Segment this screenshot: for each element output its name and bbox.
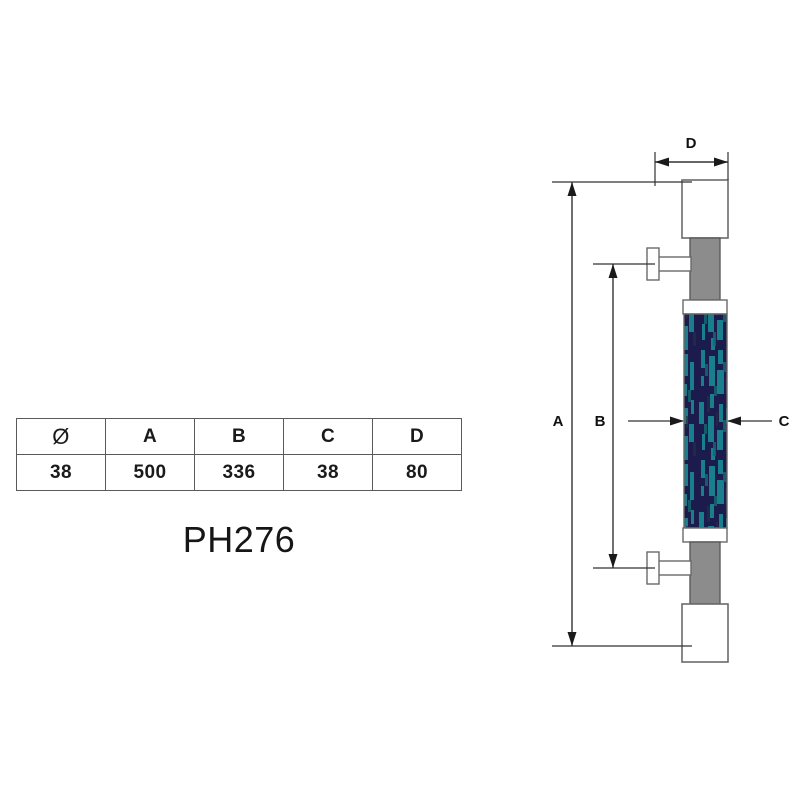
spec-value-c: 38 xyxy=(283,454,373,491)
dim-a-arrow-top xyxy=(567,182,577,196)
top-end-cap xyxy=(681,179,729,239)
spec-table: Ø A B C D 38 500 336 38 80 xyxy=(16,418,462,491)
bottom-end-cap xyxy=(681,603,729,663)
dim-a-arrow-bottom xyxy=(567,632,577,646)
spec-value-d: 80 xyxy=(372,454,462,491)
spec-table-value-row: 38 500 336 38 80 xyxy=(16,454,462,491)
spec-header-diameter: Ø xyxy=(16,418,106,455)
dim-a-label: A xyxy=(553,413,564,430)
spec-header-d: D xyxy=(372,418,462,455)
spec-table-container: Ø A B C D 38 500 336 38 80 xyxy=(16,418,462,491)
top-ferrule xyxy=(682,299,728,315)
dim-d-label: D xyxy=(686,135,697,152)
bottom-mounting-stem xyxy=(656,560,692,576)
bottom-ferrule xyxy=(682,527,728,543)
spec-value-diameter: 38 xyxy=(16,454,106,491)
product-code-label: PH276 xyxy=(182,519,296,560)
dim-d-arrow-right xyxy=(714,157,728,167)
top-mounting-stem xyxy=(656,256,692,272)
dim-d-arrow-left xyxy=(655,157,669,167)
spec-value-a: 500 xyxy=(105,454,195,491)
grip-body xyxy=(683,313,728,529)
dim-b-label: B xyxy=(595,413,606,430)
dim-b-arrow-top xyxy=(608,264,618,278)
spec-table-header-row: Ø A B C D xyxy=(16,418,462,455)
dim-b-arrow-bottom xyxy=(608,554,618,568)
dim-c-arrow-left xyxy=(670,416,684,426)
top-shaft xyxy=(689,237,721,301)
bottom-shaft xyxy=(689,541,721,605)
spec-header-c: C xyxy=(283,418,373,455)
spec-header-a: A xyxy=(105,418,195,455)
spec-header-b: B xyxy=(194,418,284,455)
technical-drawing: A B C D xyxy=(520,130,800,670)
dim-c-arrow-right xyxy=(727,416,741,426)
dim-c-label: C xyxy=(779,413,790,430)
spec-value-b: 336 xyxy=(194,454,284,491)
